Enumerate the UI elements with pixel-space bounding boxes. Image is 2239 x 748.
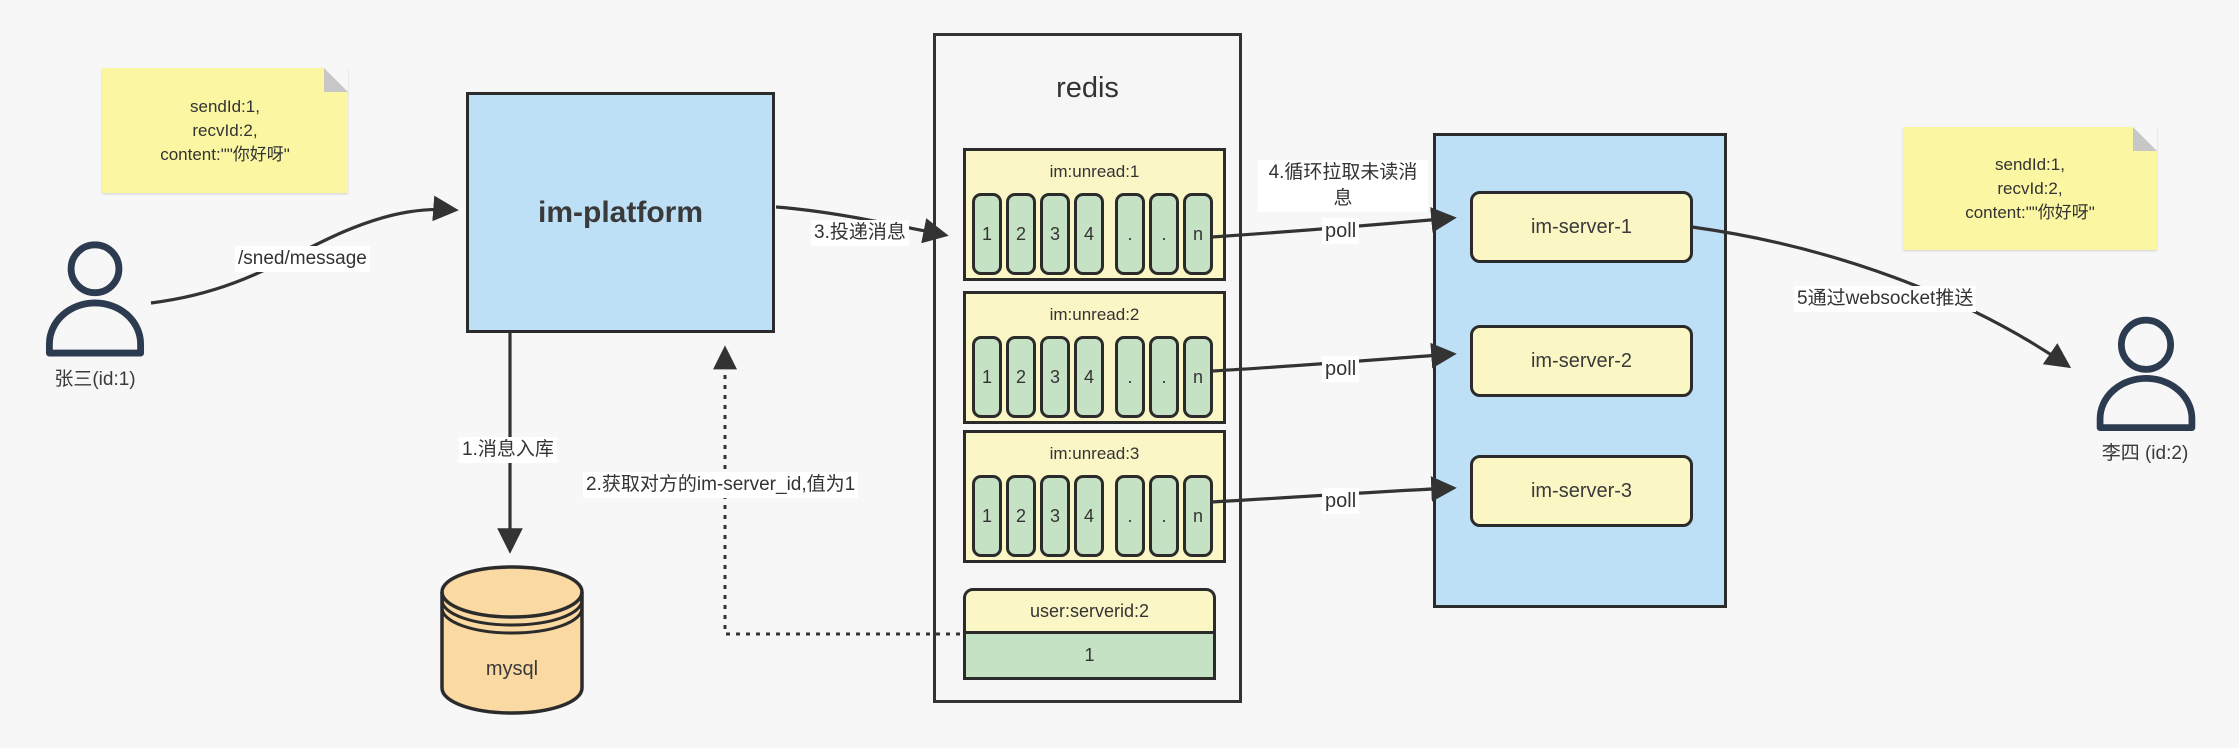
- queue-cell: .: [1115, 193, 1145, 275]
- queue-key-label: im:unread:1: [1049, 162, 1140, 181]
- kv-key-label: user:serverid:2: [963, 588, 1216, 634]
- queue-cell: 1: [972, 475, 1002, 557]
- queue-cell: .: [1149, 336, 1179, 418]
- queue-cell: .: [1149, 475, 1179, 557]
- sticky-note-right: sendId:1, recvId:2, content:""你好呀": [1903, 127, 2157, 250]
- queue-cell: n: [1183, 475, 1213, 557]
- queue-cell: .: [1115, 336, 1145, 418]
- sender-label: 张三(id:1): [54, 369, 136, 390]
- redis-queue-unread-1: im:unread:1 1 2 3 4 . . n: [963, 148, 1226, 281]
- im-server-2-box: im-server-2: [1470, 325, 1693, 397]
- queue-cell: 1: [972, 193, 1002, 275]
- label-step5: 5通过websocket推送: [1794, 286, 1977, 312]
- mysql-database: mysql: [436, 562, 588, 718]
- queue-cell: .: [1149, 193, 1179, 275]
- queue-cell: 4: [1074, 475, 1104, 557]
- im-server-1-label: im-server-1: [1530, 215, 1633, 238]
- queue-cell: 2: [1006, 193, 1036, 275]
- im-platform-box: im-platform: [466, 92, 775, 333]
- im-platform-label: im-platform: [538, 195, 703, 229]
- queue-key-label: im:unread:2: [1049, 305, 1140, 324]
- im-server-3-label: im-server-3: [1530, 479, 1633, 502]
- queue-cell: 3: [1040, 193, 1070, 275]
- user-icon: [2096, 316, 2196, 431]
- queue-cell: 3: [1040, 336, 1070, 418]
- note-fold-corner: [2133, 127, 2157, 151]
- note-line: content:""你好呀": [160, 144, 290, 164]
- im-server-3-box: im-server-3: [1470, 455, 1693, 527]
- label-step1: 1.消息入库: [459, 437, 557, 463]
- redis-container: redis im:unread:1 1 2 3 4 . . n im:unrea…: [933, 33, 1242, 703]
- label-poll-1: poll: [1322, 218, 1360, 244]
- label-poll-2: poll: [1322, 356, 1360, 382]
- queue-key-label: im:unread:3: [1049, 444, 1140, 463]
- queue-cell: n: [1183, 336, 1213, 418]
- queue-cell: 4: [1074, 336, 1104, 418]
- queue-cell: 2: [1006, 475, 1036, 557]
- receiver-label: 李四 (id:2): [2101, 443, 2189, 464]
- sticky-note-left: sendId:1, recvId:2, content:""你好呀": [102, 68, 348, 193]
- queue-cell: 3: [1040, 475, 1070, 557]
- queue-cells: 1 2 3 4 . . n: [966, 193, 1223, 275]
- queue-cells: 1 2 3 4 . . n: [966, 336, 1223, 418]
- note-line: sendId:1,: [190, 96, 260, 116]
- queue-cell: .: [1115, 475, 1145, 557]
- note-line: recvId:2,: [1997, 178, 2063, 198]
- note-line: sendId:1,: [1995, 154, 2065, 174]
- user-icon: [45, 241, 145, 357]
- kv-value: 1: [963, 634, 1216, 680]
- redis-queue-unread-2: im:unread:2 1 2 3 4 . . n: [963, 291, 1226, 424]
- im-server-cluster-box: im-server-1 im-server-2 im-server-3: [1433, 133, 1727, 608]
- label-step4: 4.循环拉取未读消息: [1258, 160, 1428, 212]
- note-line: recvId:2,: [192, 120, 258, 140]
- label-step2: 2.获取对方的im-server_id,值为1: [583, 472, 859, 498]
- mysql-label: mysql: [485, 658, 539, 680]
- queue-cell: 1: [972, 336, 1002, 418]
- queue-cell: n: [1183, 193, 1213, 275]
- label-send-api: /sned/message: [235, 246, 370, 272]
- im-server-1-box: im-server-1: [1470, 191, 1693, 263]
- redis-queue-unread-3: im:unread:3 1 2 3 4 . . n: [963, 430, 1226, 563]
- note-line: content:""你好呀": [1965, 202, 2095, 222]
- redis-title: redis: [1056, 72, 1119, 104]
- queue-cell: 2: [1006, 336, 1036, 418]
- note-fold-corner: [324, 68, 348, 92]
- queue-cells: 1 2 3 4 . . n: [966, 475, 1223, 557]
- label-poll-3: poll: [1322, 488, 1360, 514]
- user-serverid-box: user:serverid:2 1: [963, 588, 1216, 680]
- queue-cell: 4: [1074, 193, 1104, 275]
- label-step3: 3.投递消息: [811, 220, 909, 246]
- database-cylinder-icon: [440, 565, 584, 715]
- im-server-2-label: im-server-2: [1530, 349, 1633, 372]
